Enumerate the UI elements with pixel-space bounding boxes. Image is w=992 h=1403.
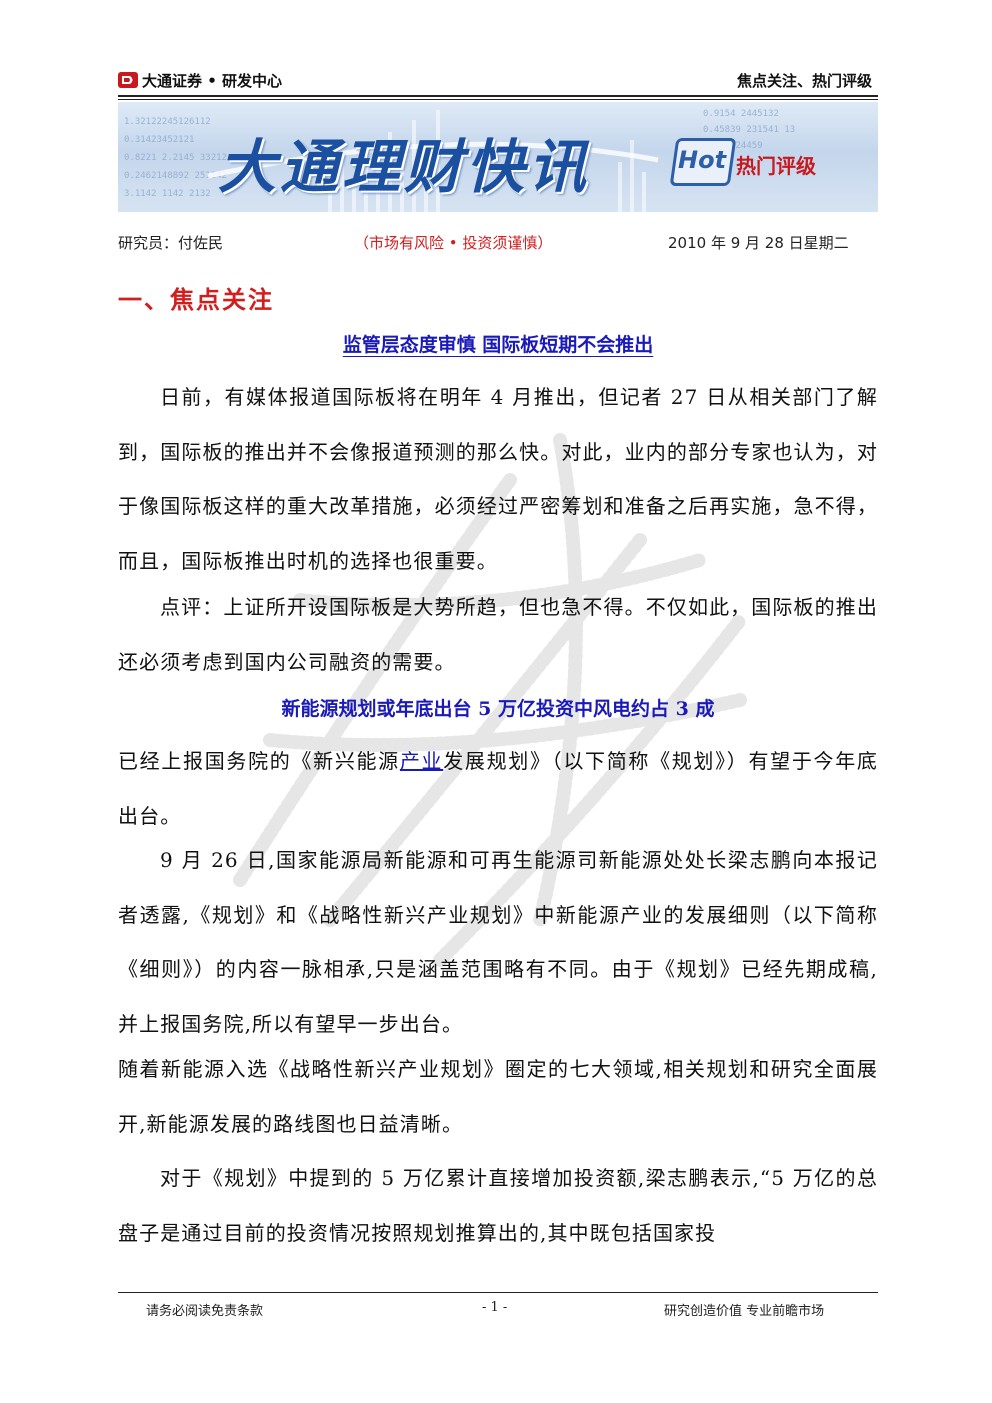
svg-text:0.31423452121: 0.31423452121	[124, 135, 194, 145]
banner-title: 大通理财快讯	[218, 133, 591, 201]
article-paragraph: 9 月 26 日,国家能源局新能源和可再生能源司新能源处处长梁志鹏向本报记者透露…	[118, 848, 878, 1036]
banner-decoration-icon: 1.32122245126112 0.31423452121 0.8221 2.…	[124, 109, 795, 212]
section-heading: 一、焦点关注	[118, 286, 274, 314]
industry-link[interactable]: 产业	[399, 749, 444, 773]
hot-badge-label: Hot	[678, 146, 727, 174]
footer-slogan: 研究创造价值 专业前瞻市场	[664, 1304, 825, 1319]
article-paragraph: 已经上报国务院的《新兴能源产业发展规划》（以下简称《规划》）有望于今年底出台。	[118, 734, 878, 843]
report-header: 大通证券 • 研发中心 焦点关注、热门评级	[118, 66, 878, 96]
paragraph-text: 发展规划》（以下简称《规划》）有望于今年底出台。	[118, 749, 878, 828]
footer-divider	[118, 1292, 878, 1293]
header-right-title: 焦点关注、热门评级	[736, 72, 872, 90]
report-date: 2010 年 9 月 28 日星期二	[668, 234, 849, 252]
newsletter-banner: 1.32122245126112 0.31423452121 0.8221 2.…	[118, 102, 878, 212]
page-number: - 1 -	[482, 1300, 508, 1315]
article-comment: 点评：上证所开设国际板是大势所趋，但也急不得。不仅如此，国际板的推出还必须考虑到…	[118, 595, 878, 674]
article-headline: 新能源规划或年底出台 5 万亿投资中风电约占 3 成	[281, 698, 715, 720]
header-divider-thin	[118, 99, 878, 100]
researcher-name: 研究员：付佐民	[118, 234, 224, 252]
svg-text:0.2462148892 251142: 0.2462148892 251142	[124, 171, 227, 181]
svg-text:0.9154 2445132: 0.9154 2445132	[703, 109, 779, 119]
svg-text:1.32122245126112: 1.32122245126112	[124, 117, 211, 127]
article-paragraph: 日前，有媒体报道国际板将在明年 4 月推出，但记者 27 日从相关部门了解到，国…	[118, 385, 878, 573]
banner-rating-label: 热门评级	[736, 154, 816, 178]
article-paragraph: 随着新能源入选《战略性新兴产业规划》圈定的七大领域,相关规划和研究全面展开,新能…	[118, 1057, 878, 1136]
company-logo-icon	[118, 72, 138, 88]
svg-text:3.1142 1142 2132: 3.1142 1142 2132	[124, 189, 211, 199]
svg-text:0.8221 2.2145 33212: 0.8221 2.2145 33212	[124, 153, 227, 163]
disclaimer-link[interactable]: 请务必阅读免责条款	[146, 1304, 264, 1319]
header-divider	[118, 95, 878, 97]
company-name: 大通证券 • 研发中心	[142, 72, 283, 90]
svg-text:0.45839 231541 13: 0.45839 231541 13	[703, 125, 795, 135]
paragraph-text: 已经上报国务院的《新兴能源	[118, 749, 400, 773]
article-headline[interactable]: 监管层态度审慎 国际板短期不会推出	[342, 334, 654, 356]
article-paragraph: 对于《规划》中提到的 5 万亿累计直接增加投资额,梁志鹏表示,“5 万亿的总盘子…	[118, 1166, 878, 1245]
risk-notice: （市场有风险 • 投资须谨慎）	[354, 234, 553, 252]
